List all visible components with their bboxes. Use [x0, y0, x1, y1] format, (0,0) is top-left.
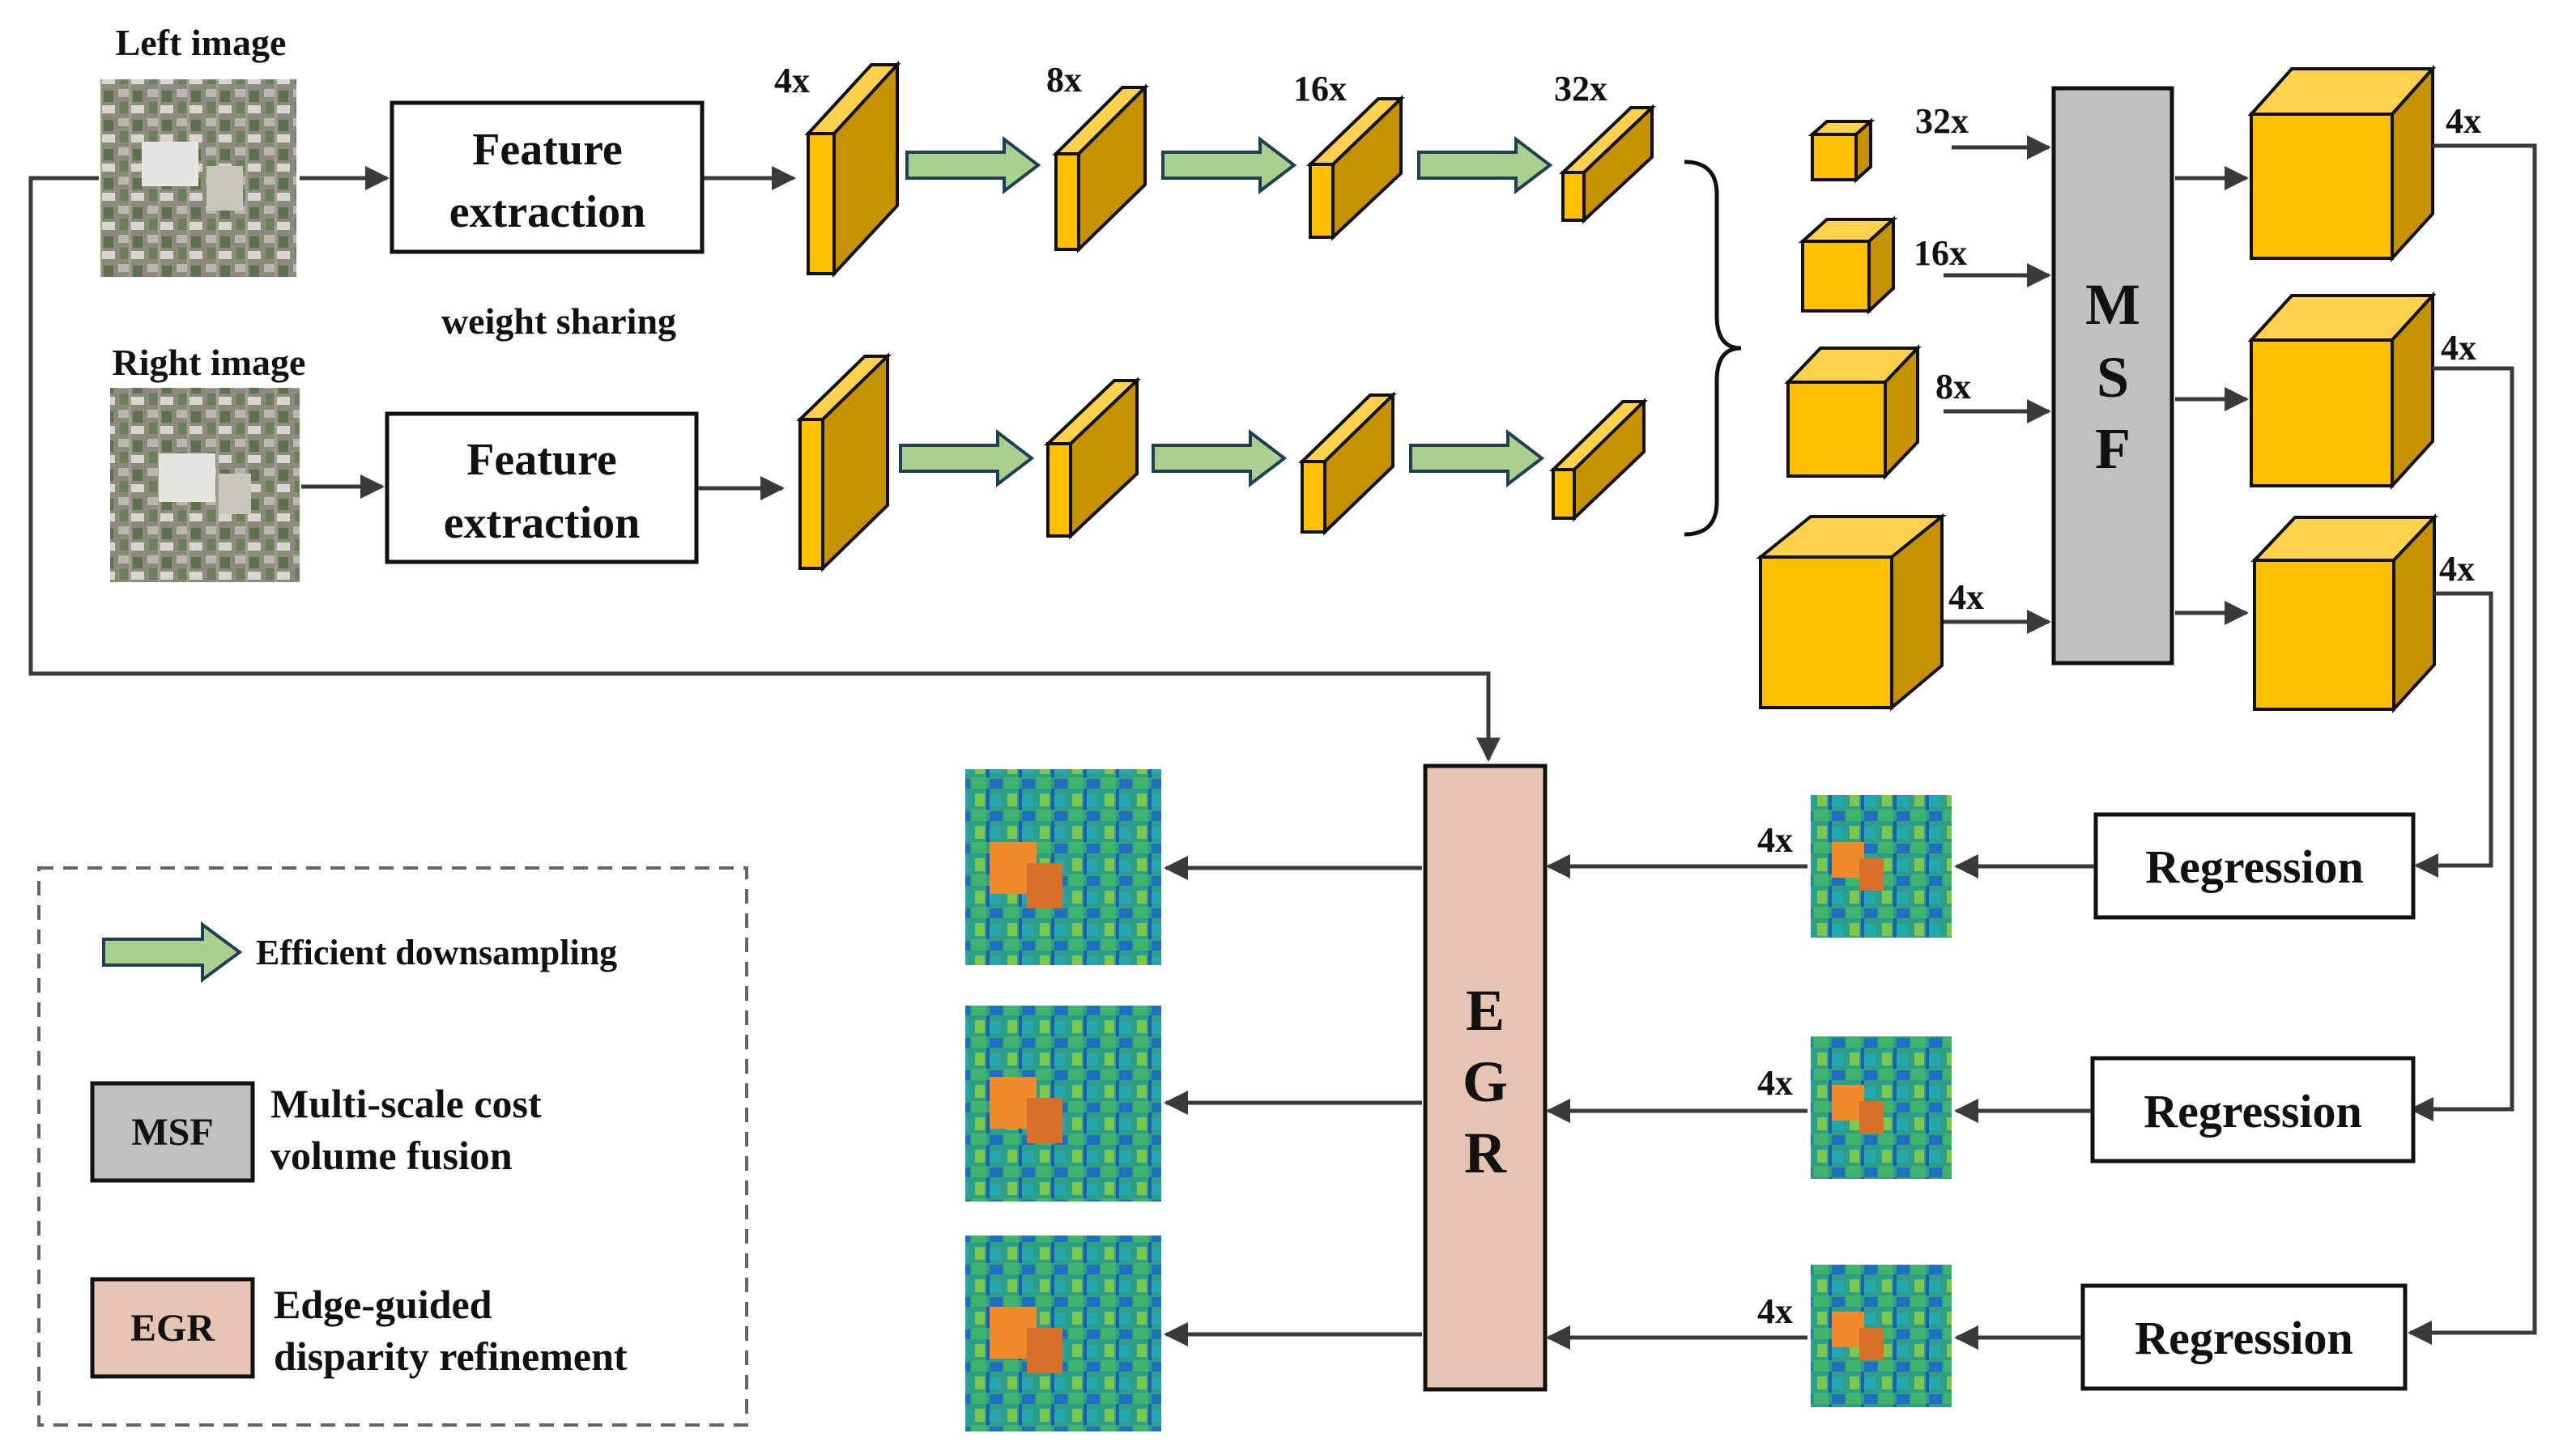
slab-bottom-8x: [1043, 376, 1142, 540]
left-image-label: Left image: [116, 22, 287, 63]
pyramid-scale-8x: 8x: [1046, 60, 1082, 100]
disparity-to-egr-arrows: [1546, 854, 1807, 1350]
downsample-arrow-bottom-3: [1409, 428, 1545, 488]
svg-text:E: E: [1466, 978, 1505, 1043]
svg-text:Feature: Feature: [466, 435, 617, 485]
fused-volume-2: [2247, 291, 2437, 491]
msf-output-arrows: [2175, 166, 2249, 625]
egr-block: E G R: [1423, 764, 1548, 1392]
fused-volume-1: [2247, 64, 2437, 263]
refined-disparity-map-3: [965, 1236, 1161, 1431]
svg-text:extraction: extraction: [449, 187, 646, 237]
slab-bottom-32x: [1549, 398, 1648, 522]
msf-block: M S F: [2051, 86, 2174, 666]
left-image: [100, 79, 296, 277]
pyramid-scale-16x: 16x: [1293, 69, 1347, 108]
legend-msf-line2: volume fusion: [270, 1133, 513, 1178]
feature-extraction-top: Feature extraction: [390, 100, 705, 254]
cost-volume-32x: [1807, 117, 1876, 184]
feature-extraction-bottom: Feature extraction: [385, 411, 699, 564]
fused-scale-2: 4x: [2441, 328, 2476, 368]
regression-to-disparity-arrows: [1954, 854, 2094, 1350]
downsample-arrow-bottom-1: [899, 428, 1035, 488]
slab-top-4x: [804, 60, 901, 279]
regression-box-2: Regression: [2090, 1056, 2416, 1163]
curly-brace: [1684, 160, 1742, 537]
downsample-arrow-top-3: [1417, 135, 1553, 195]
legend-downsampling-arrow: [102, 921, 243, 983]
downsampling-arrows: [899, 135, 1553, 488]
weight-sharing-label: weight sharing: [441, 300, 676, 342]
msf-input-label-32x: 32x: [1915, 101, 1969, 141]
svg-text:Regression: Regression: [2145, 840, 2364, 893]
disparity-scale-3: 4x: [1757, 1291, 1793, 1331]
legend-egr-swatch: [90, 1277, 255, 1379]
slab-top-8x: [1052, 83, 1149, 253]
svg-text:Regression: Regression: [2144, 1085, 2362, 1138]
cost-volume-4x: [1756, 513, 1947, 712]
pyramid-scale-4x: 4x: [774, 61, 810, 100]
svg-text:S: S: [2097, 345, 2129, 410]
svg-text:Feature: Feature: [472, 125, 623, 175]
legend-msf-swatch: [90, 1081, 255, 1183]
msf-input-label-4x: 4x: [1948, 577, 1984, 617]
fused-scale-3: 4x: [2439, 549, 2475, 589]
coarse-disparity-map-2: [1811, 1036, 1952, 1179]
legend-msf-line1: Multi-scale cost: [270, 1081, 542, 1126]
slab-bottom-4x: [796, 352, 892, 572]
legend: Efficient downsampling MSF Multi-scale c…: [37, 866, 748, 1427]
fused-to-regression-lines: [2408, 143, 2537, 1345]
right-image-label: Right image: [113, 342, 306, 383]
disparity-scale-1: 4x: [1757, 820, 1793, 860]
fused-scale-1: 4x: [2446, 101, 2481, 141]
msf-input-label-8x: 8x: [1935, 367, 1971, 406]
svg-text:F: F: [2095, 416, 2131, 481]
msf-input-arrows: [1944, 135, 2051, 634]
svg-text:R: R: [1464, 1121, 1507, 1185]
refined-disparity-map-1: [965, 769, 1161, 965]
legend-egr-line2: disparity refinement: [274, 1334, 628, 1379]
downsample-arrow-bottom-2: [1152, 428, 1288, 488]
coarse-disparity-map-3: [1811, 1265, 1952, 1407]
svg-text:M: M: [2085, 272, 2140, 337]
slab-bottom-16x: [1298, 391, 1397, 536]
legend-msf-abbr: MSF: [131, 1111, 213, 1154]
downsample-arrow-top-2: [1161, 135, 1297, 195]
downsample-arrow-top-1: [905, 135, 1041, 195]
fused-volume-3: [2250, 513, 2438, 714]
pyramid-scale-32x: 32x: [1554, 69, 1607, 108]
disparity-scale-2: 4x: [1757, 1063, 1793, 1103]
refined-disparity-map-2: [965, 1006, 1161, 1202]
slab-top-16x: [1306, 95, 1405, 241]
legend-downsampling-label: Efficient downsampling: [256, 933, 617, 972]
egr-to-output-arrows: [1164, 856, 1422, 1346]
svg-text:G: G: [1463, 1049, 1508, 1114]
regression-box-1: Regression: [2093, 812, 2416, 920]
left-image-to-egr-line: [28, 176, 1501, 762]
msf-input-label-16x: 16x: [1914, 233, 1967, 273]
svg-text:extraction: extraction: [444, 498, 641, 548]
slab-top-32x: [1559, 104, 1656, 224]
legend-egr-abbr: EGR: [130, 1307, 215, 1350]
coarse-disparity-map-1: [1811, 795, 1952, 938]
svg-text:Regression: Regression: [2135, 1312, 2353, 1364]
cost-volume-8x: [1784, 344, 1922, 480]
regression-box-3: Regression: [2080, 1283, 2408, 1391]
right-image: [110, 388, 300, 582]
legend-egr-line1: Edge-guided: [274, 1282, 492, 1327]
cost-volume-16x: [1798, 215, 1898, 315]
